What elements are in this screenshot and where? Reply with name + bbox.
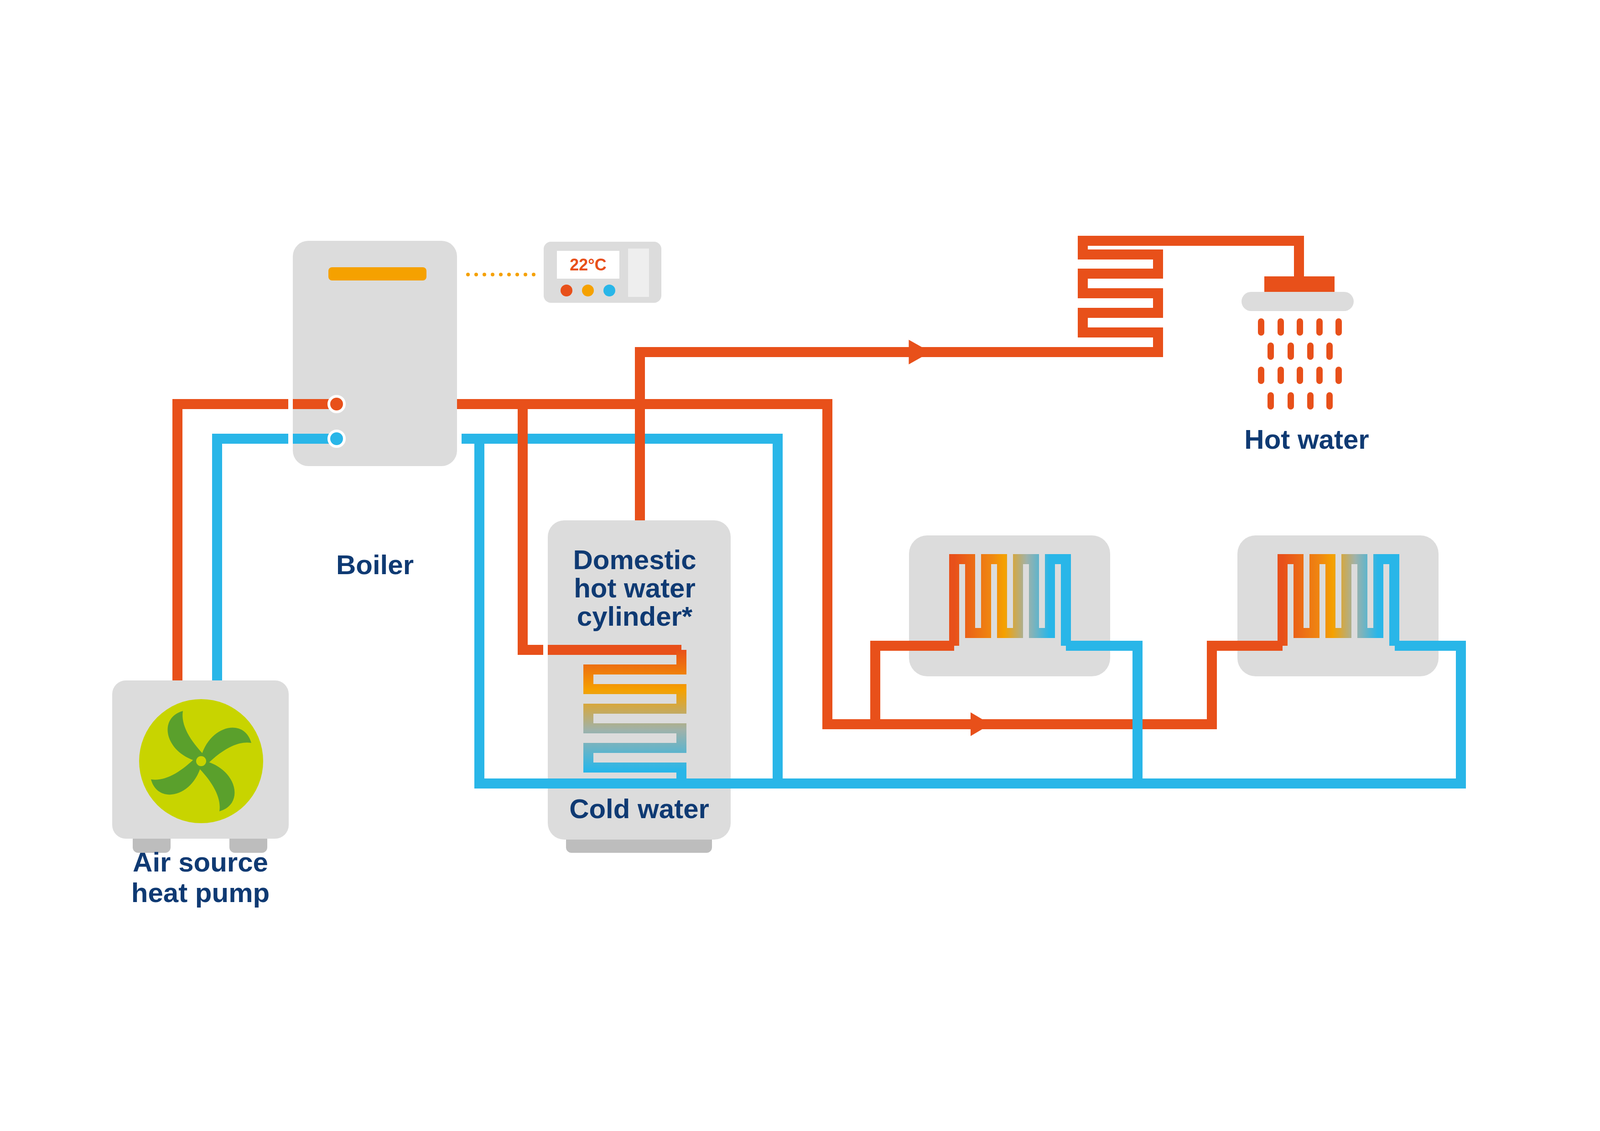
water-drop xyxy=(1277,366,1284,385)
heating-return-pipe xyxy=(479,645,1461,784)
component-label: Air source heat pump xyxy=(123,846,279,909)
radiator-coil xyxy=(954,559,1066,646)
water-drop xyxy=(1335,366,1342,385)
water-drop xyxy=(1287,342,1294,360)
thermostat-box: 22°C xyxy=(543,241,662,303)
pipe-connector xyxy=(639,240,1299,521)
pipe-connector xyxy=(217,438,289,681)
water-drop xyxy=(1296,318,1304,336)
pipe-connector xyxy=(467,272,540,277)
thermostat-button xyxy=(560,284,573,297)
pipe-port xyxy=(328,431,345,447)
water-drop xyxy=(1307,392,1314,410)
fan-hub xyxy=(196,756,207,767)
fan-disc xyxy=(139,699,264,824)
cylinder-coil xyxy=(588,649,682,784)
fan-blade xyxy=(196,761,235,812)
shower-head-plate xyxy=(1241,291,1354,312)
shower-head-top xyxy=(1264,276,1335,293)
thermostat-button xyxy=(581,284,594,297)
radiator-housing xyxy=(1237,535,1439,677)
water-drop xyxy=(1287,392,1294,410)
fan-blade xyxy=(167,711,206,762)
boiler-box: Boiler xyxy=(288,240,462,467)
flow-arrowhead xyxy=(908,339,931,365)
thermostat-housing xyxy=(543,241,662,303)
shower-node: Hot water xyxy=(1222,259,1392,461)
heat-pump-box: Air source heat pump xyxy=(112,680,289,927)
water-drop xyxy=(1326,342,1333,360)
fan-blades xyxy=(150,711,252,812)
water-drop xyxy=(1267,392,1274,410)
thermostat-panel xyxy=(628,248,650,297)
fan-blade xyxy=(150,756,202,795)
water-drop xyxy=(1326,392,1333,410)
water-drop xyxy=(1316,366,1323,385)
component-label: Boiler xyxy=(288,549,462,582)
component-label: Domestic hot water cylinder* xyxy=(561,545,708,631)
heating-flow-pipe xyxy=(827,645,955,725)
pipe-port xyxy=(328,396,345,412)
radiator-housing xyxy=(909,535,1111,677)
water-drops xyxy=(1257,318,1342,410)
fan-blade xyxy=(201,727,252,766)
heating-return-pipe xyxy=(1065,645,1138,784)
boiler-display-bar xyxy=(328,267,427,281)
component-label: Hot water xyxy=(1222,423,1392,456)
water-drop xyxy=(1257,318,1265,336)
water-drop xyxy=(1296,366,1304,385)
water-drop xyxy=(1257,366,1265,385)
cylinder-feed-pipe xyxy=(547,644,682,655)
temperature-readout: 22°C xyxy=(556,250,620,279)
radiator-coil xyxy=(1282,559,1395,646)
cylinder-housing xyxy=(547,520,731,840)
water-drop xyxy=(1267,342,1274,360)
thermostat-button xyxy=(603,284,616,297)
water-drop xyxy=(1335,318,1342,336)
radiator-coils xyxy=(954,559,1395,646)
heating-flow-pipe xyxy=(457,404,1283,725)
pipe-connector xyxy=(177,404,289,681)
water-drop xyxy=(1277,318,1284,336)
pipe-connector xyxy=(461,438,544,784)
water-drop xyxy=(1307,342,1314,360)
component-label: Cold water xyxy=(543,794,736,824)
shower-stem-pipe xyxy=(1293,259,1304,280)
heat-pump-housing xyxy=(112,680,289,839)
water-drop xyxy=(1316,318,1323,336)
cylinder-box: Domestic hot water cylinder* Cold water xyxy=(543,520,736,840)
boiler-housing xyxy=(292,240,458,467)
flow-arrow xyxy=(970,712,991,737)
